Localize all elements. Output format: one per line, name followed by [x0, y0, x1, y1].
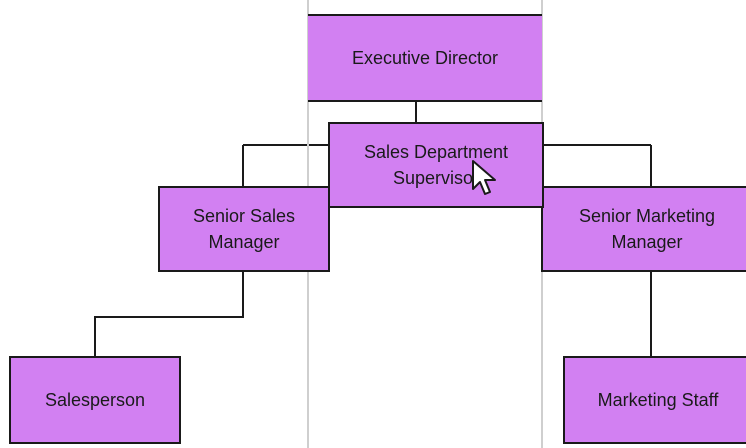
node-label: Salesperson — [44, 389, 146, 410]
node-label-line-2: Manager — [208, 232, 280, 252]
node-executive-director[interactable]: Executive Director — [308, 14, 542, 102]
node-salesperson[interactable]: Salesperson — [9, 356, 181, 444]
connector-sales-to-salesperson — [94, 270, 244, 358]
node-label-line-2: Supervisor — [392, 168, 480, 188]
node-senior-marketing-manager[interactable]: Senior Marketing Manager — [541, 186, 746, 272]
node-senior-sales-manager[interactable]: Senior Sales Manager — [158, 186, 330, 272]
mouse-pointer-icon — [472, 160, 496, 195]
node-label-line-1: Senior Sales — [192, 205, 296, 226]
node-label-line-2: Manager — [611, 232, 683, 252]
node-label-line-1: Sales Department — [363, 141, 509, 162]
node-sales-department-supervisor[interactable]: Sales Department Supervisor — [328, 122, 544, 208]
node-label: Executive Director — [351, 47, 499, 68]
node-label: Marketing Staff — [597, 389, 719, 410]
node-label-line-1: Senior Marketing — [578, 205, 716, 226]
node-marketing-staff[interactable]: Marketing Staff — [563, 356, 746, 444]
